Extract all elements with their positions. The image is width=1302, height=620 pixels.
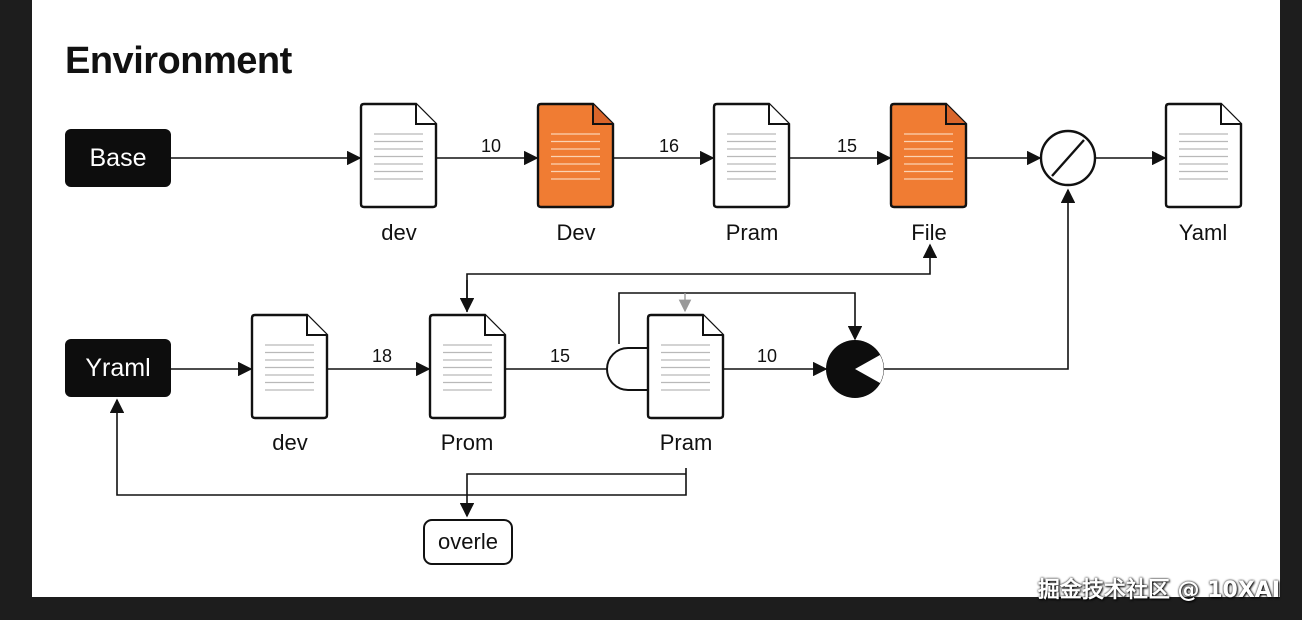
- document-icon-pram-top[interactable]: [712, 102, 791, 209]
- document-icon-yaml[interactable]: [1164, 102, 1243, 209]
- file-label-file: File: [911, 220, 947, 245]
- file-label-prom: Prom: [440, 430, 494, 455]
- file-label-yaml: Yaml: [1178, 220, 1228, 245]
- edge-label-bottom-1: 18: [371, 346, 393, 366]
- edge-label-bottom-2: 15: [549, 346, 571, 366]
- file-label-dev-bottom: dev: [272, 430, 308, 455]
- half-circle-connector-icon: [606, 347, 648, 391]
- edge-label-bottom-3: 10: [756, 346, 778, 366]
- edge-feedback-to-yraml: [109, 398, 687, 496]
- edge-label-top-2: 16: [658, 136, 680, 156]
- watermark: 掘金技术社区 @ 10XAI: [1037, 578, 1280, 603]
- edge-cross-to-file: [466, 243, 938, 312]
- document-icon-Dev[interactable]: [536, 102, 615, 209]
- diagram-canvas: [32, 0, 1280, 597]
- document-icon-prom[interactable]: [428, 313, 507, 420]
- edge-label-top-1: 10: [480, 136, 502, 156]
- page-title: Environment: [65, 40, 292, 82]
- edge-pie-to-merge: [884, 188, 1076, 370]
- pie-circle-icon: [826, 340, 884, 398]
- document-icon-pram-bottom[interactable]: [646, 313, 725, 420]
- yraml-node[interactable]: Yraml: [65, 339, 171, 397]
- file-label-Dev: Dev: [556, 220, 596, 245]
- document-icon-dev-bottom[interactable]: [250, 313, 329, 420]
- merge-circle-icon: [1039, 129, 1097, 187]
- file-label-pram-top: Pram: [725, 220, 779, 245]
- edge-label-top-3: 15: [836, 136, 858, 156]
- base-node[interactable]: Base: [65, 129, 171, 187]
- file-label-dev-top: dev: [381, 220, 417, 245]
- document-icon-dev-top[interactable]: [359, 102, 438, 209]
- edge-feedback-to-overle: [459, 473, 686, 518]
- edge-loop-to-pie: [618, 292, 863, 344]
- file-label-pram-bottom: Pram: [659, 430, 713, 455]
- document-icon-file[interactable]: [889, 102, 968, 209]
- overle-node[interactable]: overle: [423, 519, 513, 565]
